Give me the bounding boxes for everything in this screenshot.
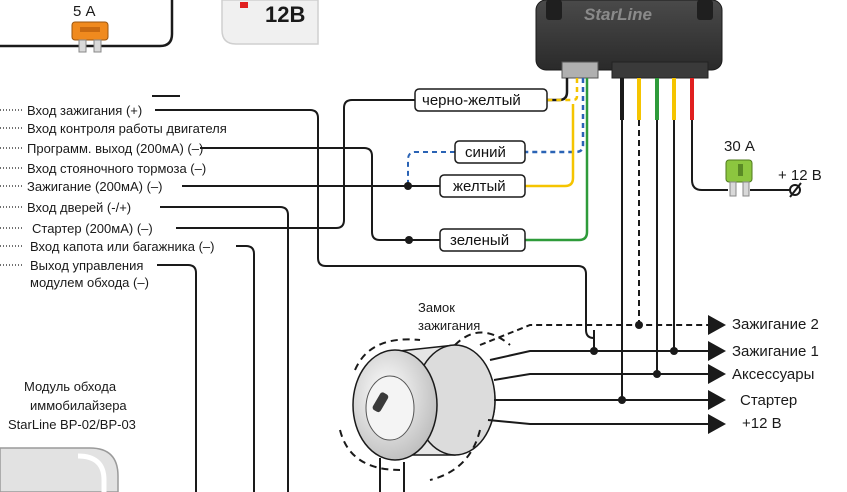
battery	[221, 0, 319, 45]
output-accessories: Аксессуары	[732, 366, 814, 383]
output-12v: +12 В	[742, 415, 782, 432]
bypass-module	[0, 447, 119, 492]
input-doors: Вход дверей (-/+)	[27, 200, 131, 215]
tag-yellow: желтый	[453, 178, 506, 195]
terminal-icon	[789, 182, 802, 198]
tag-yellow-box	[439, 174, 526, 198]
input-bypass-line1: Выход управления	[30, 258, 143, 273]
tag-black-yellow: черно-желтый	[422, 92, 521, 109]
input-starter: Стартер (200мА) (–)	[32, 221, 153, 236]
output-ignition-2: Зажигание 2	[732, 316, 819, 333]
tag-blue: синий	[465, 144, 506, 161]
ignition-lock	[339, 331, 511, 492]
input-ignition-200ma: Зажигание (200мА) (–)	[27, 179, 162, 194]
input-ignition: Вход зажигания (+)	[27, 103, 142, 118]
module-line2: иммобилайзера	[30, 398, 127, 413]
fuse-5a-label: 5 А	[73, 3, 96, 20]
input-parking-brake: Вход стояночного тормоза (–)	[27, 161, 206, 176]
input-bypass-line2: модулем обхода (–)	[30, 275, 149, 290]
input-hood-trunk: Вход капота или багажника (–)	[30, 239, 214, 254]
tag-black-yellow-box	[414, 88, 548, 112]
control-unit-brand: StarLine	[584, 5, 652, 24]
tag-blue-box	[454, 140, 526, 164]
module-line1: Модуль обхода	[24, 379, 117, 394]
fuse-30a-supply: + 12 В	[778, 167, 822, 184]
module-line3: StarLine BP-02/BP-03	[8, 417, 136, 432]
ignition-lock-title-1: Замок	[418, 300, 455, 315]
ignition-lock-title-2: зажигания	[418, 318, 480, 333]
battery-label: 12В	[265, 2, 305, 27]
input-engine-control: Вход контроля работы двигателя	[27, 121, 227, 136]
fuse-5a	[71, 21, 109, 53]
fuse-loop-wire	[0, 0, 174, 48]
fuse-30a-label: 30 А	[724, 138, 755, 155]
output-starter: Стартер	[740, 392, 797, 409]
tag-green-box	[439, 228, 526, 252]
tag-green: зеленый	[450, 232, 509, 249]
output-ignition-1: Зажигание 1	[732, 343, 819, 360]
control-unit	[535, 0, 723, 79]
fuse-30a	[725, 159, 753, 197]
input-prog-output: Программ. выход (200мА) (–)	[27, 141, 203, 156]
